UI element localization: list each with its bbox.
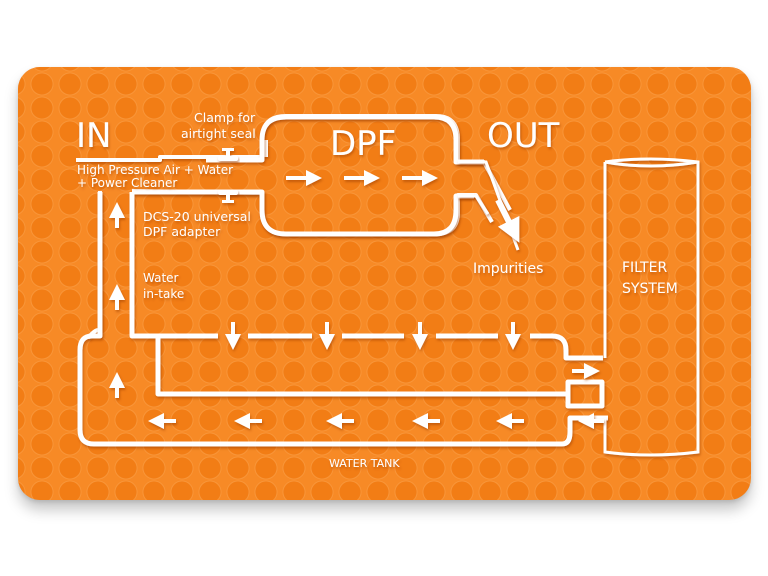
dot-pattern <box>18 67 751 500</box>
dpf-housing-bottom <box>132 189 474 237</box>
intake-label-line1: Water <box>143 271 179 285</box>
dpf-label: DPF <box>330 124 396 164</box>
input-label-line1: High Pressure Air + Water <box>77 163 233 177</box>
in-label: IN <box>76 116 111 156</box>
adapter-label-line1: DCS-20 universal <box>143 209 251 224</box>
clamp-bottom-icon <box>218 190 238 203</box>
clamp-label-line2: airtight seal <box>181 126 256 141</box>
filter-label-line1: FILTER <box>622 260 667 276</box>
dpf-housing <box>206 114 484 165</box>
pump-box <box>565 379 605 409</box>
clamp-top-icon <box>218 148 238 161</box>
impurities-label: Impurities <box>473 261 543 277</box>
impurities-arrow <box>495 198 520 243</box>
out-label: OUT <box>487 116 560 156</box>
clamp-label-line1: Clamp for <box>194 110 256 125</box>
adapter-label-line2: DPF adapter <box>143 224 221 239</box>
input-label-line2: + Power Cleaner <box>77 176 177 190</box>
filter-cylinder-top <box>604 160 699 168</box>
out-pipe-line-2 <box>458 194 490 215</box>
tank-inner-wall <box>155 336 568 397</box>
intake-label-line2: in-take <box>143 287 184 301</box>
filter-label-line2: SYSTEM <box>622 281 678 297</box>
left-pipe-outer <box>77 192 608 447</box>
filter-cylinder <box>603 157 700 457</box>
tank-top-segment-5 <box>530 333 603 361</box>
water-tank-label: WATER TANK <box>329 457 400 470</box>
